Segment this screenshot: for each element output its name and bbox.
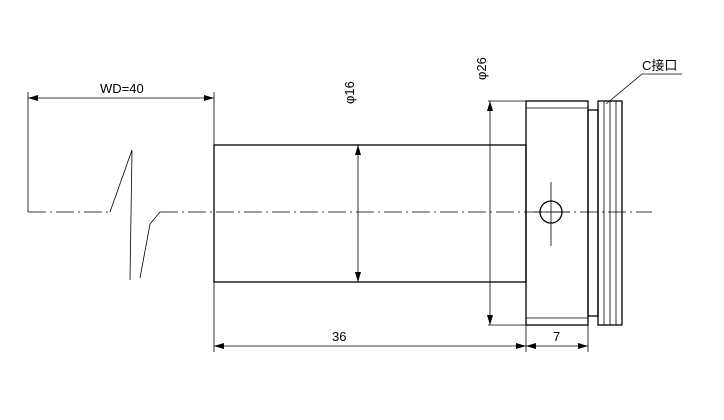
flange-diameter-label: φ26: [474, 57, 489, 80]
flange-diameter-dimension: φ26: [474, 57, 526, 326]
set-screw: [534, 182, 570, 246]
wd-dimension: WD=40: [27, 81, 215, 212]
mount-callout: C接口: [605, 58, 682, 105]
wd-label: WD=40: [100, 81, 144, 96]
barrel-diameter-dimension: φ16: [342, 81, 361, 282]
length-dimensions: 36 7: [213, 282, 589, 352]
lens-flange: [525, 100, 589, 326]
flange-length-label: 7: [553, 329, 560, 344]
barrel-length-label: 36: [332, 329, 346, 344]
c-mount-thread: [587, 100, 623, 326]
barrel-diameter-label: φ16: [342, 81, 357, 104]
lens-barrel: [213, 144, 527, 283]
mount-callout-label: C接口: [642, 58, 677, 73]
break-symbol: [109, 149, 161, 281]
